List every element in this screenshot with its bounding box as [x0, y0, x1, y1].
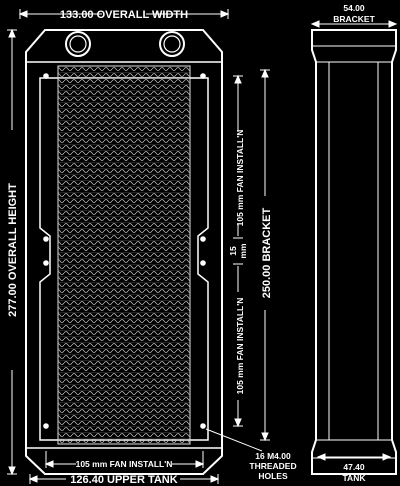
side-view: 54.00 BRACKET 47.40 TANK: [310, 3, 398, 483]
fan-install-bottom-dimension: [44, 451, 205, 468]
bracket-width-dimension: [310, 20, 398, 28]
holes-label-line3: HOLES: [258, 471, 288, 481]
radiator-fin-grid: [57, 65, 191, 445]
bracket-width-word: BRACKET: [333, 14, 375, 24]
holes-label-line2: THREADED: [249, 461, 296, 471]
fan-gap-dimension: [233, 237, 243, 265]
port-right: [159, 31, 185, 57]
fan-install-lower-label: 105 mm FAN INSTALL'N: [235, 298, 245, 395]
overall-width-label: 133.00 OVERALL WIDTH: [60, 9, 188, 21]
holes-leader-line: [205, 428, 263, 452]
upper-tank-label: 126.40 UPPER TANK: [70, 474, 177, 486]
fan-gap-unit: mm: [238, 243, 248, 259]
fan-gap-value: 15: [228, 246, 238, 256]
fan-install-bottom-label: 105 mm FAN INSTALL'N: [76, 459, 173, 469]
holes-label-line1: 16 M4.00: [255, 451, 291, 461]
bracket-length-label: 250.00 BRACKET: [261, 207, 273, 298]
side-view-inner-lines: [312, 45, 396, 459]
radiator-outline: [25, 29, 223, 475]
upper-tank-dimension: [28, 474, 220, 484]
tank-width-dimension: [316, 453, 392, 461]
fan-install-upper-label: 105 mm FAN INSTALL'N: [235, 130, 245, 227]
overall-height-label: 277.00 OVERALL HEIGHT: [7, 183, 19, 317]
tank-width-word: TANK: [343, 473, 367, 483]
port-left: [65, 31, 91, 57]
bracket-width-value: 54.00: [343, 3, 365, 13]
tank-width-value: 47.40: [343, 462, 365, 472]
overall-width-dimension: [18, 9, 230, 19]
front-view: 133.00 OVERALL WIDTH: [7, 9, 297, 486]
overall-height-dimension: [7, 28, 17, 476]
radiator-core-outline: [39, 77, 209, 441]
fan-install-lower-dimension: [233, 266, 243, 428]
bracket-length-dimension: [260, 68, 270, 442]
mounting-holes: [43, 73, 206, 429]
side-view-outline: [311, 29, 397, 475]
fan-install-upper-dimension: [233, 74, 243, 236]
